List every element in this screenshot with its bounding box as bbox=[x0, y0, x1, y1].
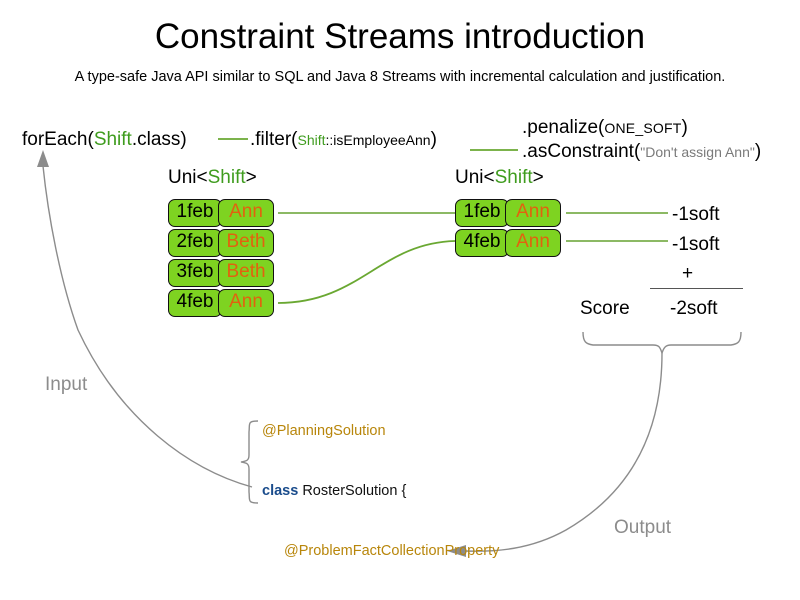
shift-row: 4feb Ann bbox=[168, 289, 274, 317]
uni-left-generic: Shift bbox=[207, 167, 246, 188]
input-label: Input bbox=[45, 374, 88, 395]
shift-date: 3feb bbox=[168, 259, 222, 287]
shift-row: 1feb Ann bbox=[168, 199, 274, 227]
filter-call-text: .filter( bbox=[250, 129, 298, 150]
shift-list-left: 1feb Ann 2feb Beth 3feb Beth 4feb Ann bbox=[168, 199, 274, 317]
shift-row: 4feb Ann bbox=[455, 229, 561, 257]
api-filter-call: .filter(Shift::isEmployeeAnn) bbox=[250, 128, 437, 152]
penalize-call-text: .penalize( bbox=[522, 117, 605, 138]
code-line: @PlanningSolution bbox=[262, 421, 510, 441]
foreach-generic-type: Shift bbox=[93, 129, 132, 150]
shift-date: 4feb bbox=[168, 289, 222, 317]
code-line: @ProblemFactCollectionProperty bbox=[262, 541, 510, 561]
shift-employee: Beth bbox=[218, 259, 274, 287]
penalize-arg: ONE_SOFT bbox=[604, 120, 682, 136]
score-brace bbox=[582, 331, 742, 356]
score-label: Score bbox=[580, 298, 630, 319]
shift-employee: Beth bbox=[218, 229, 274, 257]
uni-right-prefix: Uni< bbox=[455, 167, 495, 188]
annotation-planning-solution: @PlanningSolution bbox=[262, 423, 386, 439]
uni-label-left: Uni<Shift> bbox=[168, 166, 257, 189]
match-wire-4feb bbox=[277, 240, 456, 304]
shift-employee: Ann bbox=[505, 229, 561, 257]
sum-operator: + bbox=[682, 263, 694, 284]
asconstraint-tail-text: ) bbox=[754, 141, 762, 162]
penalty-value-2: -1soft bbox=[672, 234, 720, 255]
fields-brace bbox=[240, 420, 259, 504]
shift-date: 1feb bbox=[168, 199, 222, 227]
filter-arg-method: ::isEmployeeAnn bbox=[325, 132, 431, 148]
api-penalize-call: .penalize(ONE_SOFT) bbox=[522, 116, 688, 140]
foreach-tail-text: .class) bbox=[131, 129, 187, 150]
asconstraint-call-text: .asConstraint( bbox=[522, 141, 641, 162]
shift-row: 3feb Beth bbox=[168, 259, 274, 287]
annotation-problem-fact-collection: @ProblemFactCollectionProperty bbox=[284, 543, 500, 559]
shift-date: 1feb bbox=[455, 199, 509, 227]
output-label: Output bbox=[614, 517, 672, 538]
filter-tail-text: ) bbox=[430, 129, 437, 150]
score-total-value: -2soft bbox=[670, 298, 718, 319]
penalize-tail-text: ) bbox=[681, 117, 688, 138]
code-line: class RosterSolution { bbox=[262, 481, 510, 501]
shift-row: 2feb Beth bbox=[168, 229, 274, 257]
shift-date: 4feb bbox=[455, 229, 509, 257]
uni-right-generic: Shift bbox=[494, 167, 533, 188]
shift-employee: Ann bbox=[505, 199, 561, 227]
keyword-class: class bbox=[262, 483, 299, 499]
uni-label-right: Uni<Shift> bbox=[455, 166, 544, 189]
filter-arg-type: Shift bbox=[297, 132, 326, 148]
foreach-call-text: forEach( bbox=[22, 129, 94, 150]
api-asconstraint-call: .asConstraint("Don't assign Ann") bbox=[522, 140, 761, 164]
sum-rule bbox=[650, 288, 743, 289]
shift-date: 2feb bbox=[168, 229, 222, 257]
shift-row: 1feb Ann bbox=[455, 199, 561, 227]
shift-list-right: 1feb Ann 4feb Ann bbox=[455, 199, 561, 257]
asconstraint-arg: "Don't assign Ann" bbox=[640, 144, 755, 160]
uni-left-prefix: Uni< bbox=[168, 167, 208, 188]
page-subtitle: A type-safe Java API similar to SQL and … bbox=[74, 69, 726, 85]
api-foreach-call: forEach(Shift.class) bbox=[22, 128, 187, 151]
shift-employee: Ann bbox=[218, 289, 274, 317]
uni-left-suffix: > bbox=[245, 167, 257, 188]
page-title: Constraint Streams introduction bbox=[154, 17, 646, 56]
class-name: RosterSolution { bbox=[298, 483, 407, 499]
penalty-value-1: -1soft bbox=[672, 204, 720, 225]
input-arrow-head bbox=[37, 150, 49, 167]
planning-solution-code: @PlanningSolution class RosterSolution {… bbox=[262, 381, 510, 600]
uni-right-suffix: > bbox=[532, 167, 544, 188]
shift-employee: Ann bbox=[218, 199, 274, 227]
